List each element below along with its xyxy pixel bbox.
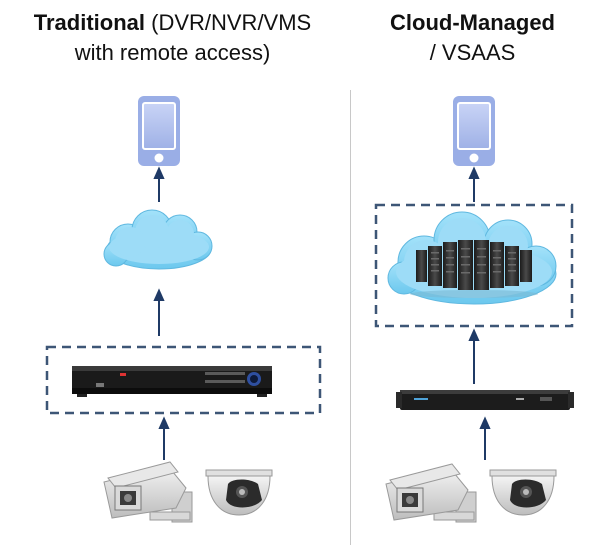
cloud-managed-title-bold: Cloud-Managed bbox=[390, 10, 555, 35]
bullet-camera-icon bbox=[385, 463, 477, 523]
cloud-managed-title-line2: / VSAAS bbox=[429, 40, 516, 65]
rackmount-appliance-icon bbox=[396, 390, 574, 410]
column-divider bbox=[350, 90, 351, 545]
cloud-dashed-box bbox=[374, 203, 574, 328]
smartphone-icon bbox=[138, 96, 180, 166]
smartphone-icon bbox=[453, 96, 495, 166]
dvr-recorder-icon bbox=[72, 366, 272, 397]
bullet-camera-icon bbox=[103, 461, 193, 523]
dome-camera-icon bbox=[205, 469, 273, 516]
traditional-title: Traditional (DVR/NVR/VMS with remote acc… bbox=[0, 8, 345, 68]
traditional-title-bold: Traditional bbox=[33, 10, 145, 35]
traditional-title-line2: with remote access) bbox=[74, 40, 271, 65]
cloud-managed-title: Cloud-Managed / VSAAS bbox=[355, 8, 590, 68]
dvr-dashed-box bbox=[45, 345, 322, 415]
traditional-title-rest: (DVR/NVR/VMS bbox=[145, 10, 312, 35]
dome-camera-icon bbox=[489, 469, 557, 516]
server-rack-icon bbox=[410, 240, 538, 298]
